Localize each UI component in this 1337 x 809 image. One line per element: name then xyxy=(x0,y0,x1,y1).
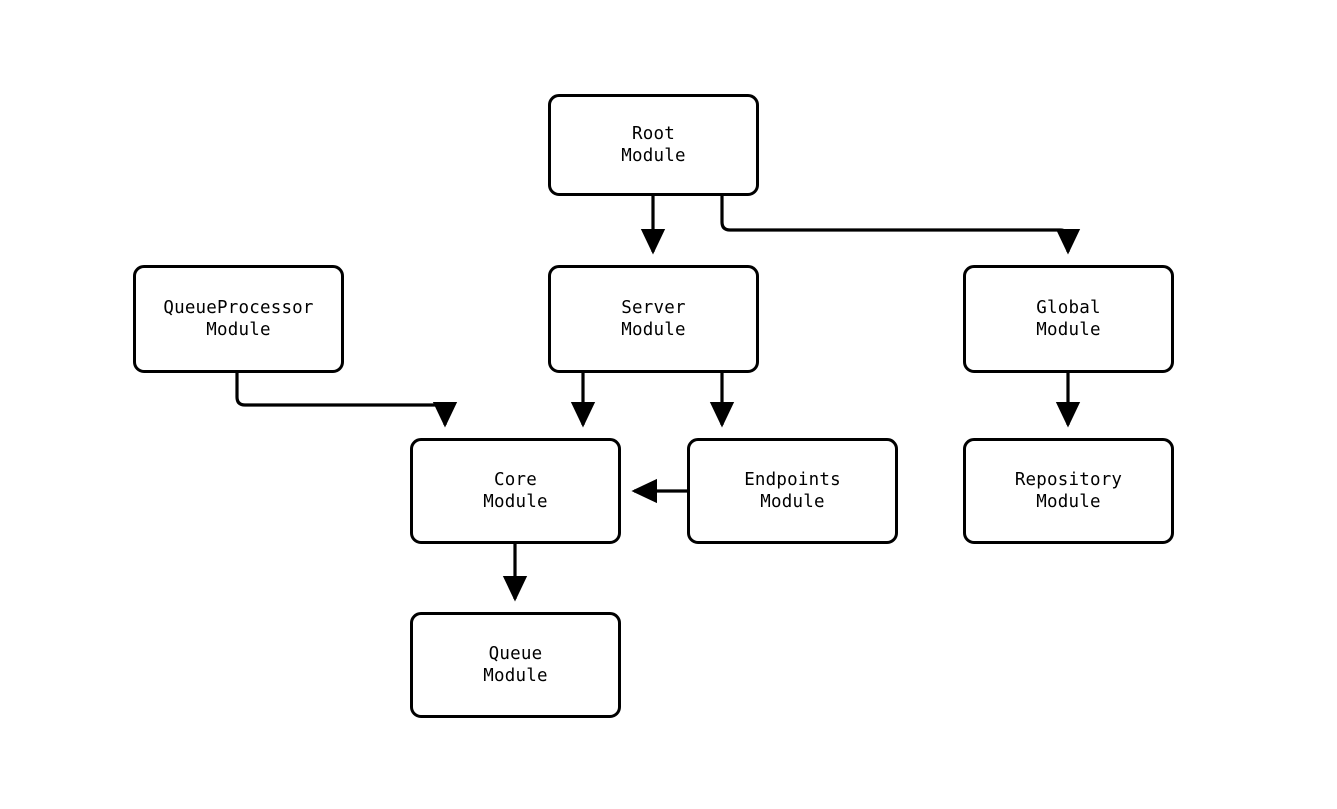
node-label-primary: QueueProcessor xyxy=(163,298,314,318)
node-label-secondary: Module xyxy=(1036,320,1101,340)
node-label-primary: Core xyxy=(494,470,537,490)
node-label-secondary: Module xyxy=(621,146,686,166)
edge-group xyxy=(235,196,1081,602)
node-label-primary: Queue xyxy=(488,644,543,664)
node-label-primary: Global xyxy=(1036,298,1101,318)
node-label-secondary: Module xyxy=(760,492,825,512)
edge-queueprocessor-to-core xyxy=(235,373,458,428)
node-label-primary: Repository xyxy=(1014,470,1123,490)
node-label-primary: Endpoints xyxy=(744,470,841,490)
node-label-secondary: Module xyxy=(483,492,548,512)
node-label-secondary: Module xyxy=(206,320,271,340)
edge-root-to-global xyxy=(720,196,1081,255)
node-label-secondary: Module xyxy=(483,666,548,686)
node-label-secondary: Module xyxy=(1036,492,1101,512)
node-label-primary: Root xyxy=(632,124,675,144)
node-label-secondary: Module xyxy=(621,320,686,340)
node-label-primary: Server xyxy=(621,298,686,318)
